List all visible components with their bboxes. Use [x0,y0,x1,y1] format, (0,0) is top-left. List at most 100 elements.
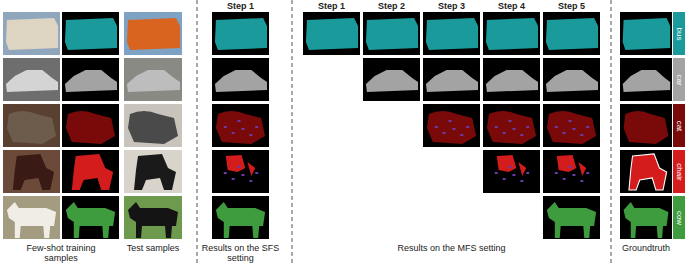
mfs-result-shape [427,111,476,144]
noise-speck [224,172,227,174]
step-header: Step 3 [438,1,465,11]
training-mask-shape [66,111,115,144]
groundtruth-mask [620,12,672,55]
mfs-result-shape [486,70,538,92]
noise-speck [569,120,572,122]
noise-speck [503,132,506,134]
mfs-result-shape [546,18,598,50]
training-photo-shape [6,70,58,92]
mfs-result [423,12,480,55]
mfs-result [363,58,420,101]
mfs-result-shape [487,111,536,144]
training-photo [3,104,60,147]
test-photo-ground [124,12,182,55]
column-caption: Test samples [127,243,180,253]
column-caption: Results on the SFS setting [201,243,281,263]
noise-speck [241,174,244,176]
noise-speck [449,120,452,122]
mfs-result-ground [483,58,540,101]
class-name: cow [675,210,684,224]
groundtruth-mask-ground [620,150,672,193]
class-name: cat [675,120,684,131]
training-mask-ground [62,150,119,193]
mfs-result-ground [543,196,600,239]
training-mask-ground [62,12,119,55]
column-caption: Results on the MFS setting [397,243,505,253]
noise-speck [580,134,583,136]
class-name: chair [675,163,684,180]
test-photo-ground [124,196,182,239]
test-photo-shape [128,111,178,144]
groundtruth-mask-ground [620,196,672,239]
training-photo-ground [3,196,60,239]
training-photo-ground [3,150,60,193]
training-photo-shape [7,111,56,144]
noise-speck [509,166,512,168]
mfs-result-shape [306,18,358,50]
noise-speck [435,126,438,128]
noise-speck [503,178,506,180]
training-photo [3,150,60,193]
training-photo-ground [3,12,60,55]
training-photo [3,196,60,239]
test-photo-shape [134,154,176,190]
noise-speck [572,128,575,130]
sfs-result [212,196,269,239]
step-header: Step 5 [558,1,585,11]
groundtruth-mask-shape [624,111,669,144]
noise-speck [452,128,455,130]
noise-speck [509,120,512,122]
step-header: Step 1 [227,1,254,11]
test-photo [124,104,182,147]
training-mask-shape [72,154,113,190]
noise-speck [563,178,566,180]
class-name: car [675,74,684,85]
mfs-result-shape [426,18,478,50]
mfs-result-ground [303,12,360,55]
noise-speck [249,134,252,136]
groundtruth-mask-ground [620,12,672,55]
mfs-result [423,58,480,101]
mfs-result [483,150,540,193]
test-photo [124,150,182,193]
groundtruth-mask-shape [623,18,671,50]
groundtruth-mask-shape [623,70,671,92]
sfs-result [212,58,269,101]
noise-speck [495,126,498,128]
mfs-result [483,12,540,55]
mfs-result [543,196,600,239]
sfs-result-ground [212,104,269,147]
training-mask-shape [66,202,115,238]
mfs-result-shape [366,18,418,50]
mfs-result [543,58,600,101]
noise-speck [255,172,258,174]
training-photo [3,12,60,55]
noise-speck [238,166,241,168]
training-mask [62,150,119,193]
sfs-result [212,104,269,147]
step-header: Step 4 [498,1,525,11]
groundtruth-mask [620,104,672,147]
sfs-result-ground [212,58,269,101]
noise-speck [238,120,241,122]
mfs-result-shape [426,70,478,92]
column-caption: Groundtruth [622,243,670,253]
training-photo-ground [3,58,60,101]
test-photo-ground [124,150,182,193]
noise-speck [466,126,469,128]
step-header: Step 2 [378,1,405,11]
sfs-result-shape [215,18,267,50]
dashed-separator [292,0,293,265]
dashed-separator [197,0,198,265]
training-mask [62,104,119,147]
noise-speck [460,134,463,136]
noise-speck [586,172,589,174]
test-photo-shape [128,202,178,238]
groundtruth-mask-ground [620,58,672,101]
sfs-result-ground [212,150,269,193]
noise-speck [555,172,558,174]
noise-speck [249,180,252,182]
training-mask-ground [62,104,119,147]
test-photo [124,58,182,101]
